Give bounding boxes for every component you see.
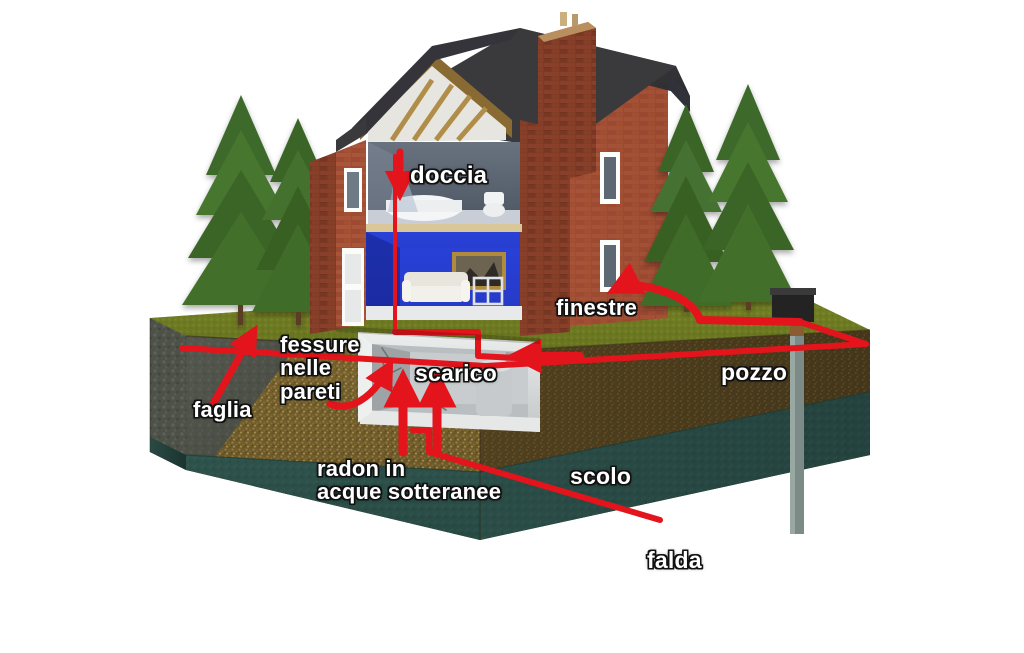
water-table-left-side	[150, 437, 186, 470]
chimney-breast	[520, 120, 570, 336]
window	[344, 168, 362, 212]
basement	[358, 332, 540, 432]
ground-pipe-right	[696, 316, 804, 326]
ground-pipe-edge	[179, 319, 869, 369]
front-door	[342, 248, 364, 326]
pozzo-well	[770, 288, 816, 534]
faglia-arrow	[209, 324, 258, 408]
window	[600, 152, 620, 204]
bedrock-fault	[150, 318, 186, 470]
scolo-line	[410, 427, 663, 523]
finestre-hose	[606, 262, 704, 324]
tree-group-right	[640, 84, 798, 312]
well-cap	[770, 288, 816, 322]
white-sofa	[402, 272, 470, 302]
roof-rafters	[389, 78, 488, 142]
toilet	[483, 192, 505, 217]
roof-front-edge	[352, 28, 520, 134]
roof-eave-right	[668, 72, 690, 112]
house-front-pier	[310, 152, 336, 334]
annotation-layer	[179, 148, 869, 523]
basement-pipe	[392, 329, 519, 361]
roof-eave-left	[336, 118, 366, 152]
fessure-arrow	[326, 358, 394, 410]
conifer-tree	[698, 84, 798, 310]
shelf	[472, 276, 504, 306]
window	[600, 240, 620, 292]
